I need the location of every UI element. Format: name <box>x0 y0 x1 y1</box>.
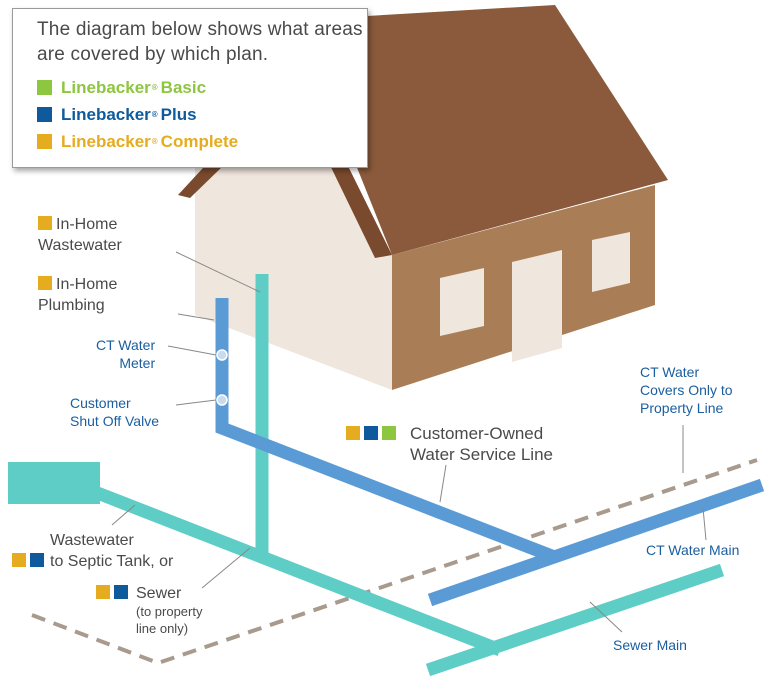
plus-swatch <box>37 107 52 122</box>
shut-off-valve-icon <box>216 394 228 406</box>
label-customer-owned-water-service-line <box>346 423 400 444</box>
legend-box: The diagram below shows what areas are c… <box>12 8 368 168</box>
water-service-line <box>215 298 555 563</box>
water-pipes <box>215 298 765 607</box>
legend-title: The diagram below shows what areas are c… <box>37 19 363 65</box>
label-ct-water-main: CT Water Main <box>646 542 740 558</box>
label-in-home-wastewater: In-Home Wastewater <box>38 216 122 254</box>
plus-swatch <box>114 585 128 599</box>
ct-water-main-pipe <box>427 478 765 607</box>
label-sewer-text: Sewer <box>136 585 182 602</box>
septic-tank <box>8 462 100 504</box>
label-sewer-note: (to property line only) <box>136 604 203 636</box>
complete-swatch <box>346 426 360 440</box>
legend-item-complete: Linebacker®Complete <box>37 128 367 155</box>
legend-brand: Linebacker <box>61 77 151 97</box>
complete-swatch <box>12 553 26 567</box>
plus-swatch <box>364 426 378 440</box>
legend-brand: Linebacker <box>61 131 151 151</box>
complete-swatch <box>37 134 52 149</box>
label-in-home-plumbing: In-Home Plumbing <box>38 276 118 314</box>
legend-plan: Basic <box>160 77 207 97</box>
label-sewer <box>96 583 132 604</box>
house-door <box>512 250 562 362</box>
ct-water-meter-icon <box>216 349 228 361</box>
wastewater-lateral <box>92 485 503 657</box>
label-wastewater-to-septic-text: Wastewater to Septic Tank, or <box>50 532 174 570</box>
label-customer-owned-water-service-line-text: Customer-Owned Water Service Line <box>410 424 553 464</box>
house-window-left <box>440 268 484 336</box>
legend-brand: Linebacker <box>61 104 151 124</box>
legend-item-plus: Linebacker®Plus <box>37 101 367 128</box>
label-ct-water-meter: CT Water Meter <box>96 337 156 371</box>
legend-item-basic: Linebacker®Basic <box>37 74 367 101</box>
label-ct-water-covers-only: CT Water Covers Only to Property Line <box>640 364 733 416</box>
complete-swatch <box>38 216 52 230</box>
sewer-pipes <box>8 274 725 677</box>
basic-swatch <box>37 80 52 95</box>
plus-swatch <box>30 553 44 567</box>
property-line <box>31 458 758 666</box>
basic-swatch <box>382 426 396 440</box>
complete-swatch <box>38 276 52 290</box>
legend-plan: Complete <box>160 131 239 151</box>
sewer-main-pipe <box>425 563 725 677</box>
house-window-right <box>592 232 630 292</box>
leader-lines <box>111 251 707 633</box>
complete-swatch <box>96 585 110 599</box>
label-sewer-main: Sewer Main <box>613 637 687 653</box>
label-wastewater-to-septic <box>12 530 48 572</box>
house-roof <box>298 5 668 255</box>
legend-plan: Plus <box>160 104 197 124</box>
label-customer-shut-off-valve: Customer Shut Off Valve <box>70 395 159 429</box>
